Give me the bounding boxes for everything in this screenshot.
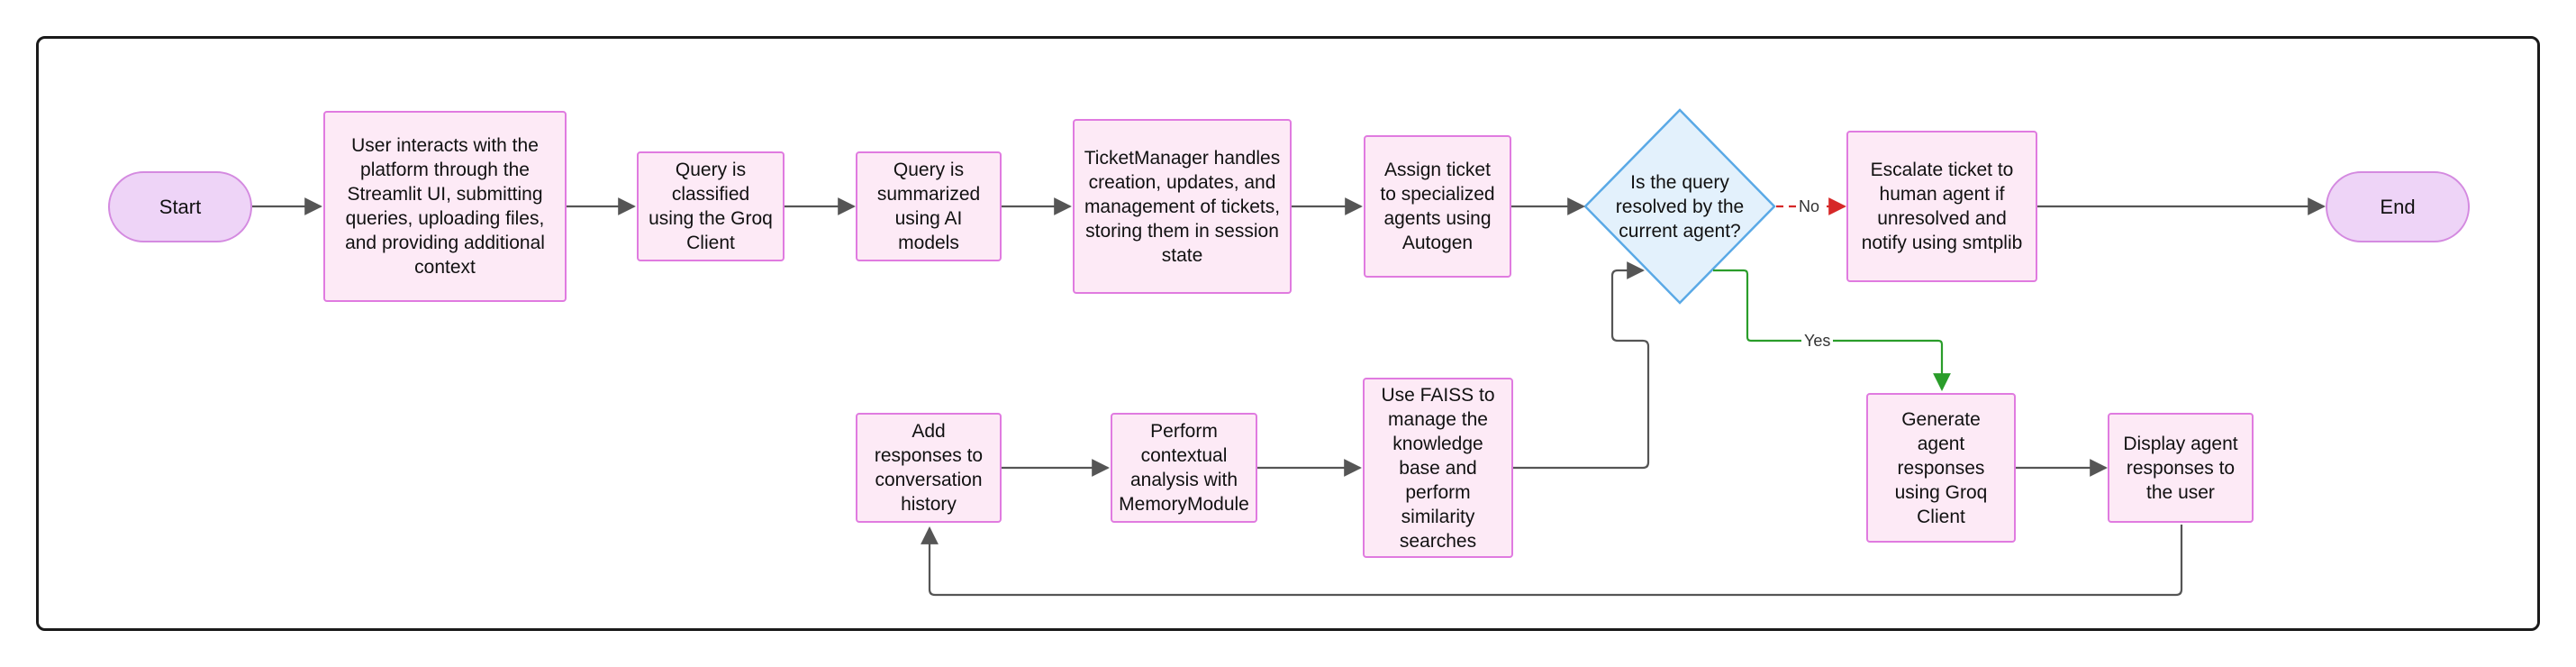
user-interacts-node: User interacts with the platform through… [323, 111, 567, 302]
contextual-node: Perform contextual analysis with MemoryM… [1111, 413, 1257, 523]
display-label: Display agent responses to the user [2123, 433, 2238, 503]
edge-faiss-to-decision [1513, 261, 1650, 470]
user-interacts-label: User interacts with the platform through… [345, 135, 545, 278]
assign-label: Assign ticket to specialized agents usin… [1380, 160, 1495, 253]
add-history-node: Add responses to conversation history [856, 413, 1002, 523]
summarize-node: Query is summarized using AI models [856, 151, 1002, 261]
classify-node: Query is classified using the Groq Clien… [637, 151, 785, 261]
faiss-node: Use FAISS to manage the knowledge base a… [1363, 378, 1513, 558]
escalate-node: Escalate ticket to human agent if unreso… [1846, 131, 2037, 282]
edge-display-to-history [921, 525, 2183, 597]
generate-node: Generate agent responses using Groq Clie… [1866, 393, 2016, 543]
display-node: Display agent responses to the user [2108, 413, 2254, 523]
edge-decision-yes-generate [1713, 269, 1951, 391]
decision-label: Is the query resolved by the current age… [1615, 171, 1745, 242]
decision-label-box: Is the query resolved by the current age… [1603, 151, 1756, 261]
escalate-label: Escalate ticket to human agent if unreso… [1861, 160, 2023, 253]
faiss-label: Use FAISS to manage the knowledge base a… [1381, 384, 1495, 552]
ticket-manager-node: TicketManager handles creation, updates,… [1073, 119, 1292, 294]
end-node: End [2326, 171, 2470, 242]
decision-diamond [1583, 108, 1776, 305]
start-label: Start [159, 196, 202, 218]
start-node: Start [108, 171, 252, 242]
summarize-label: Query is summarized using AI models [876, 160, 981, 253]
classify-label: Query is classified using the Groq Clien… [649, 160, 773, 253]
contextual-label: Perform contextual analysis with MemoryM… [1119, 421, 1249, 515]
assign-node: Assign ticket to specialized agents usin… [1364, 135, 1511, 278]
add-history-label: Add responses to conversation history [874, 421, 984, 515]
yes-edge-label: Yes [1801, 331, 1834, 351]
end-label: End [2380, 196, 2416, 218]
ticket-manager-label: TicketManager handles creation, updates,… [1084, 147, 1281, 266]
no-edge-label: No [1796, 196, 1823, 216]
generate-label: Generate agent responses using Groq Clie… [1894, 408, 1988, 527]
